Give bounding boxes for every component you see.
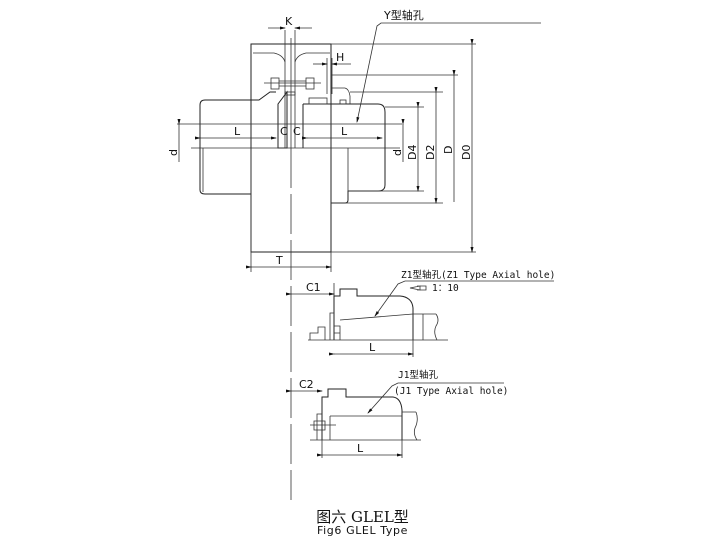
label-d-right: d — [391, 149, 404, 156]
flange-top-curve — [253, 52, 330, 63]
j1-hub — [321, 388, 403, 440]
label-d4: D4 — [406, 145, 419, 160]
label-d: D — [442, 146, 455, 154]
label-d0: D0 — [460, 145, 473, 160]
z1-leader — [374, 280, 554, 317]
z1-detail: C1 L Z1型轴孔(Z1 Type Axial hole) 1：10 — [286, 269, 555, 357]
j1-bore — [330, 411, 418, 441]
key-small — [339, 99, 347, 105]
main-view: K H L C C L d d D4 D2 D D0 T Y型轴孔 — [167, 8, 541, 500]
taper-symbol-icon — [409, 285, 427, 291]
label-d2: D2 — [424, 145, 437, 160]
label-y-hole: Y型轴孔 — [383, 8, 424, 22]
label-t: T — [275, 254, 283, 267]
key-block — [308, 97, 328, 105]
left-sleeve — [277, 90, 288, 149]
label-l-left: L — [234, 125, 241, 138]
label-taper: 1：10 — [432, 283, 459, 294]
label-c2: C2 — [299, 378, 314, 391]
label-k: K — [285, 15, 293, 28]
z1-taper-bore — [339, 313, 439, 341]
label-c1: C1 — [306, 281, 321, 294]
right-hub — [302, 103, 386, 204]
label-j1-hole-cn: J1型轴孔 — [398, 369, 438, 381]
label-l-right: L — [341, 125, 348, 138]
label-d-left: d — [167, 149, 180, 156]
label-h: H — [336, 51, 344, 64]
j1-bolt — [310, 413, 336, 440]
label-l-z1: L — [369, 341, 376, 354]
label-z1-hole: Z1型轴孔(Z1 Type Axial hole) — [401, 269, 555, 281]
label-j1-hole-en: (J1 Type Axial hole) — [394, 386, 508, 397]
figure-caption-cn: 图六 GLEL型 — [316, 508, 409, 526]
figure-caption-en: Fig6 GLEL Type — [317, 524, 408, 537]
left-hub — [199, 91, 276, 195]
label-c-right: C — [293, 125, 301, 138]
label-c-left: C — [280, 125, 288, 138]
z1-nut — [309, 312, 341, 340]
label-l-j1: L — [357, 442, 364, 455]
j1-detail: C2 L J1型轴孔 (J1 Type Axial hole) — [286, 369, 508, 458]
right-hub-collar — [331, 87, 351, 104]
j1-leader — [367, 382, 504, 414]
z1-hub — [333, 288, 414, 340]
y-hole-leader — [356, 22, 541, 123]
